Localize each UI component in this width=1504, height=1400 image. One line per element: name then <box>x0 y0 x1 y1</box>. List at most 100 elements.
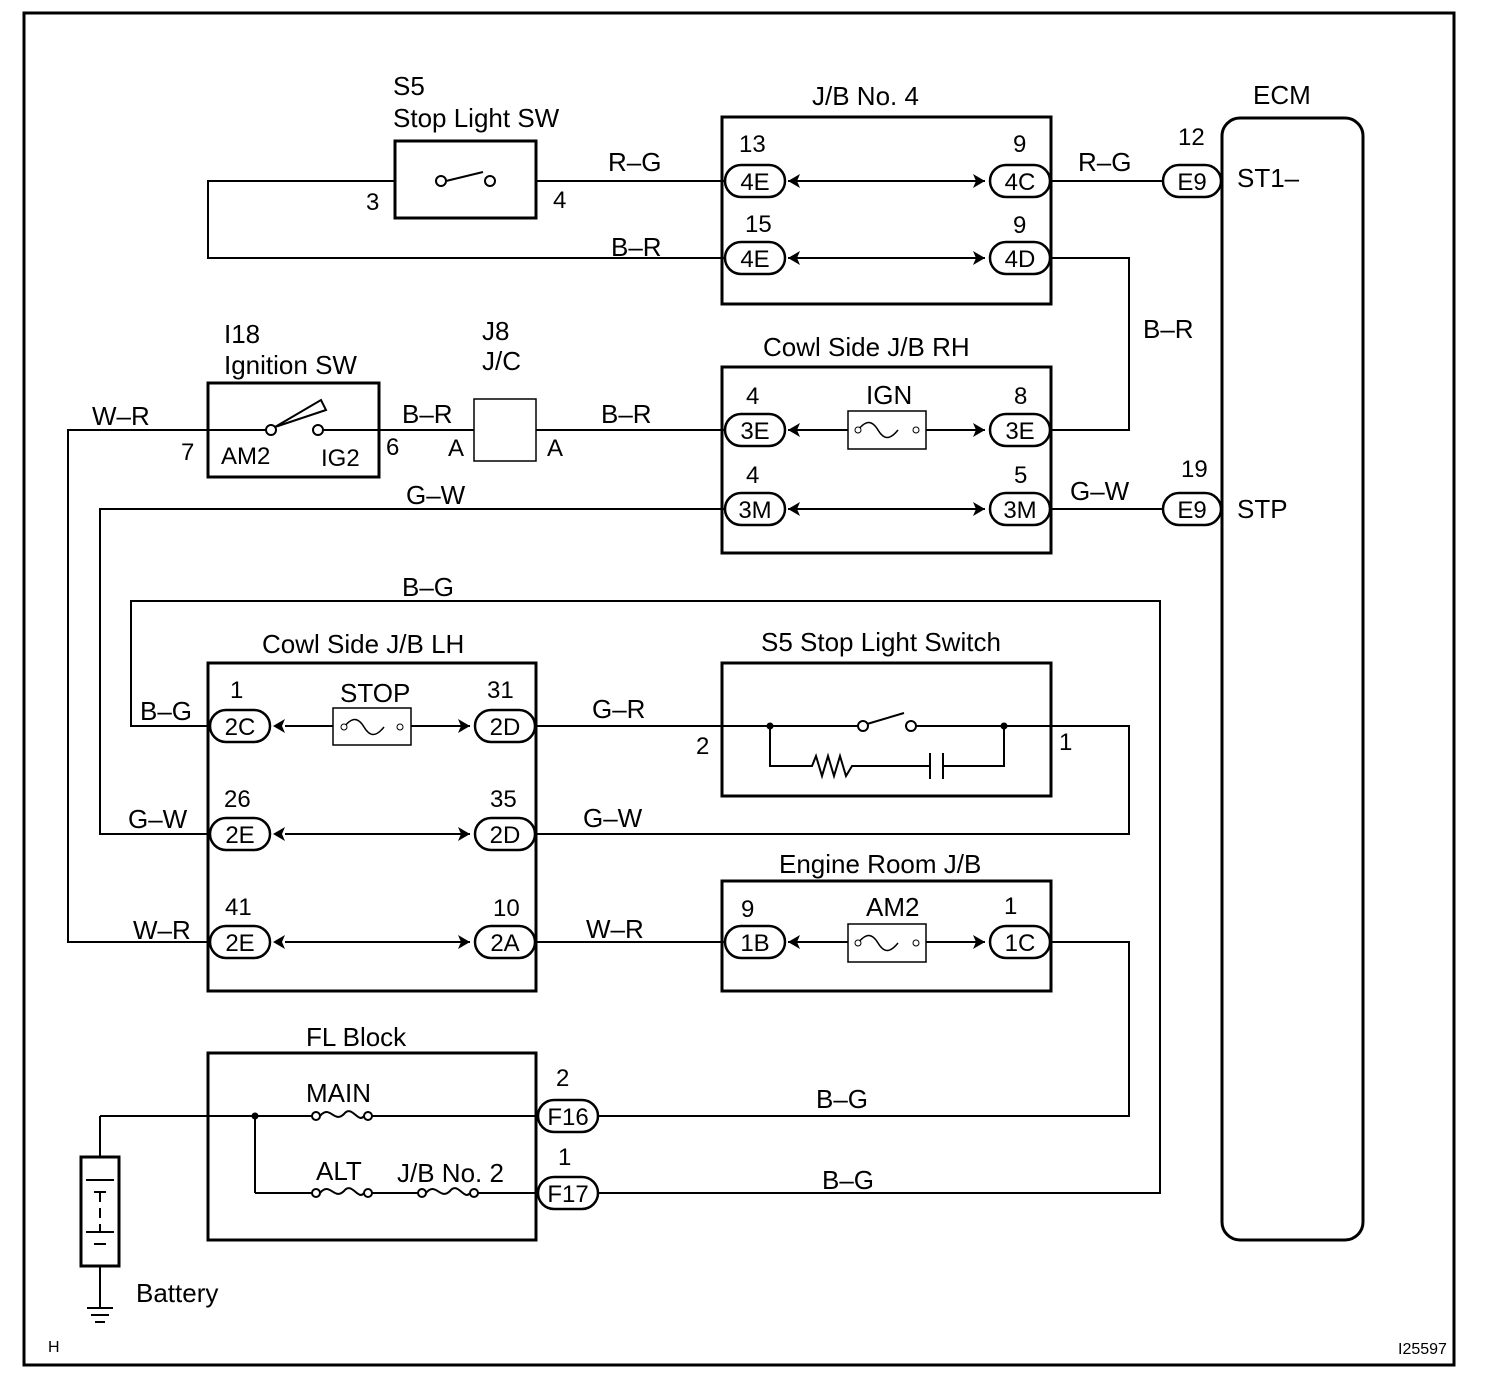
connector-4e-bottom: 4E <box>723 240 787 276</box>
connector-4e-top: 4E <box>723 163 787 199</box>
rh-pin-4b: 4 <box>746 462 759 489</box>
battery: Battery <box>79 1116 218 1323</box>
wire-bg-3: B–G <box>816 1084 868 1114</box>
ecm-title: ECM <box>1253 80 1311 110</box>
wire-br-4: B–R <box>601 399 652 429</box>
wire-br-1: B–R <box>611 232 662 262</box>
s5-switch-title: S5 Stop Light Switch <box>761 627 1001 657</box>
j8-name: J/C <box>482 346 521 376</box>
wire-wr-2: W–R <box>133 915 191 945</box>
diagram-frame <box>22 11 1456 1367</box>
ign-pin-6: 6 <box>386 434 399 461</box>
cowl-side-jb-rh: Cowl Side J/B RH 4 8 4 5 IGN <box>720 332 1053 555</box>
s5-pin-3: 3 <box>366 189 379 216</box>
j8-pin-a-left: A <box>448 435 464 462</box>
ecm-terminal-st1: ST1– <box>1237 163 1300 193</box>
connector-3e-right-label: 3E <box>1005 418 1034 445</box>
cowl-side-jb-lh: Cowl Side J/B LH 1 31 26 35 41 10 STOP <box>206 629 538 993</box>
connector-2d-top-label: 2D <box>490 714 521 741</box>
jb4-pin-15: 15 <box>745 211 772 238</box>
engine-room-jb: Engine Room J/B 9 1 AM2 <box>720 849 1053 993</box>
lh-pin-26: 26 <box>224 786 251 813</box>
fuse-am2-label: AM2 <box>866 892 919 922</box>
ign-terminal-ig2: IG2 <box>321 445 360 472</box>
connector-2c-label: 2C <box>225 714 256 741</box>
wire-gw-1: G–W <box>406 480 466 510</box>
wire-gw-2: G–W <box>1070 476 1130 506</box>
switch-pin-2: 2 <box>696 733 709 760</box>
jb4-pin-13: 13 <box>739 131 766 158</box>
cowl-rh-title: Cowl Side J/B RH <box>763 332 970 362</box>
fl-pin-1: 1 <box>558 1144 571 1171</box>
connector-2e-middle-label: 2E <box>225 822 254 849</box>
connector-4e-top-label: 4E <box>740 169 769 196</box>
er-pin-9: 9 <box>741 896 754 923</box>
connector-2d-top: 2D <box>473 708 537 744</box>
jb4-pin-9a: 9 <box>1013 131 1026 158</box>
connector-f17: F17 <box>536 1175 600 1211</box>
connector-2a: 2A <box>473 924 537 960</box>
connector-2e-bottom-label: 2E <box>225 930 254 957</box>
connector-3e-left: 3E <box>723 412 787 448</box>
connector-e9-bottom-label: E9 <box>1177 497 1206 524</box>
connector-4d-label: 4D <box>1005 246 1036 273</box>
fuse-jb2-label: J/B No. 2 <box>397 1158 504 1188</box>
jb4-pin-9b: 9 <box>1013 212 1026 239</box>
lh-pin-35: 35 <box>490 786 517 813</box>
wire-gr-1: G–R <box>592 694 645 724</box>
switch-pin-1: 1 <box>1059 729 1072 756</box>
figure-code: I25597 <box>1398 1341 1447 1358</box>
wire-wr-1: W–R <box>92 401 150 431</box>
connector-3m-right-label: 3M <box>1003 497 1036 524</box>
wire-br-3: B–R <box>402 399 453 429</box>
connector-2a-label: 2A <box>490 930 519 957</box>
i18-id: I18 <box>224 319 260 349</box>
fl-block-title: FL Block <box>306 1022 407 1052</box>
fl-pin-2: 2 <box>556 1065 569 1092</box>
connector-e9-bottom: E9 <box>1161 491 1223 527</box>
lh-pin-10: 10 <box>493 895 520 922</box>
battery-label: Battery <box>136 1278 218 1308</box>
s5-pin-4: 4 <box>553 187 566 214</box>
connector-2d-middle: 2D <box>473 816 537 852</box>
lh-pin-31: 31 <box>487 677 514 704</box>
connector-3m-left-label: 3M <box>738 497 771 524</box>
connector-4c-label: 4C <box>1005 169 1036 196</box>
wire-labels: R–G R–G B–R B–R B–R B–R W–R G–W G–W B–G … <box>92 147 1194 1195</box>
wire-bg-4: B–G <box>822 1165 874 1195</box>
connector-1b-label: 1B <box>740 930 769 957</box>
connector-e9-top-label: E9 <box>1177 169 1206 196</box>
connector-4d: 4D <box>988 240 1052 276</box>
rh-pin-4a: 4 <box>746 383 759 410</box>
ecm-block: ECM 12 19 ST1– STP <box>1178 80 1365 1242</box>
wire-br-2: B–R <box>1143 314 1194 344</box>
fuse-stop-label: STOP <box>340 678 410 708</box>
engine-room-title: Engine Room J/B <box>779 849 981 879</box>
wire-gw-4: G–W <box>583 803 643 833</box>
i18-name: Ignition SW <box>224 350 357 380</box>
s5-stop-light-sw-top: S5 Stop Light SW 3 4 <box>366 71 566 220</box>
connector-2c: 2C <box>208 708 272 744</box>
fl-block: FL Block MAIN ALT J/B No. 2 2 1 <box>206 1022 571 1242</box>
j8-id: J8 <box>482 316 509 346</box>
connector-4c: 4C <box>988 163 1052 199</box>
fuse-alt-label: ALT <box>316 1156 362 1186</box>
wires <box>67 180 1164 1194</box>
ignition-switch: I18 Ignition SW AM2 IG2 7 6 <box>181 319 399 479</box>
junction-arrows <box>273 174 985 949</box>
wire-wr-3: W–R <box>586 914 644 944</box>
connector-2e-middle: 2E <box>208 816 272 852</box>
j8-pin-a-right: A <box>547 435 563 462</box>
wire-rg-2: R–G <box>1078 147 1131 177</box>
connector-3m-left: 3M <box>723 491 787 527</box>
footer-left-mark: H <box>48 1339 60 1356</box>
wire-gw-3: G–W <box>128 804 188 834</box>
connector-1c: 1C <box>988 924 1052 960</box>
ign-pin-7: 7 <box>181 439 194 466</box>
connector-3m-right: 3M <box>988 491 1052 527</box>
connector-e9-top: E9 <box>1161 163 1223 199</box>
rh-pin-5: 5 <box>1014 462 1027 489</box>
fuse-ign-label: IGN <box>866 380 912 410</box>
connector-1b: 1B <box>723 924 787 960</box>
